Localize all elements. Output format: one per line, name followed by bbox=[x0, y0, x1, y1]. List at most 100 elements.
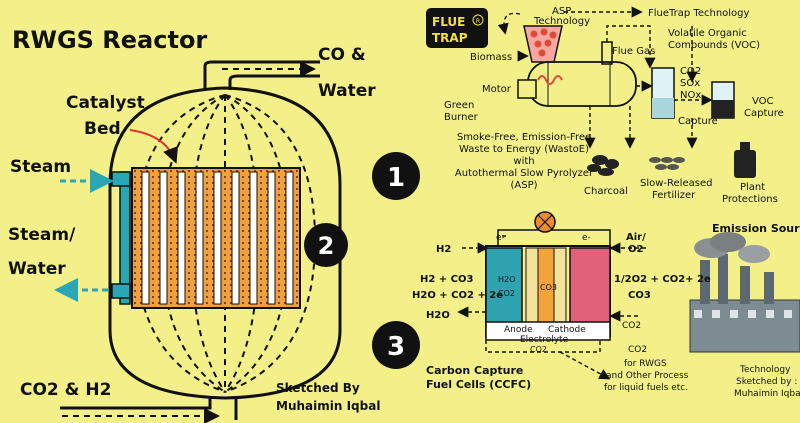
registered-mark-icon bbox=[472, 14, 484, 26]
cathode-label: Cathode bbox=[548, 325, 586, 335]
cathode-equation-2: CO3 bbox=[628, 290, 651, 301]
external-circuit bbox=[497, 229, 611, 246]
description-line-1: Smoke-Free, Emission-Free bbox=[457, 132, 591, 143]
factory-icon bbox=[689, 232, 800, 353]
co2-cathode-in-label: CO2 bbox=[622, 321, 641, 331]
description-line-3: with bbox=[513, 156, 534, 167]
svg-text:2: 2 bbox=[318, 232, 335, 260]
tech-credit-3: Muhaimin Iqbal bbox=[734, 389, 800, 399]
credit-label-1: Sketched By bbox=[276, 381, 360, 395]
asp-label-2: Technology bbox=[533, 16, 590, 27]
svg-text:R: R bbox=[476, 18, 480, 25]
outlet-label-1: CO & bbox=[318, 45, 366, 65]
rwgs-use-label-2: and Other Process bbox=[606, 371, 689, 381]
steam-out-label-1: Steam/ bbox=[8, 225, 76, 245]
ccfc-title-1: Carbon Capture bbox=[426, 364, 523, 377]
charcoal-label: Charcoal bbox=[584, 186, 628, 197]
steam-in-label: Steam bbox=[10, 157, 71, 177]
co3-electrolyte-label: CO3 bbox=[540, 283, 557, 292]
co2-out-label: CO2 bbox=[628, 345, 647, 355]
rwgs-reactor-section: RWGS Reactor bbox=[8, 26, 380, 423]
electrode-label-bar bbox=[485, 321, 611, 341]
outlet-label-2: Water bbox=[318, 81, 376, 101]
charcoal-pile bbox=[587, 155, 619, 176]
anode-equation-1: H2 + CO3 bbox=[420, 274, 474, 285]
feed-label: CO2 & H2 bbox=[20, 380, 111, 400]
pyrolyzer-drum bbox=[527, 61, 637, 107]
air-label-2: O2 bbox=[628, 244, 644, 255]
step-badge-3: 3 bbox=[372, 321, 420, 369]
tech-credit-1: Technology bbox=[739, 365, 791, 375]
biomass-label: Biomass bbox=[470, 52, 512, 63]
flue-gas-label: Flue Gas bbox=[612, 46, 655, 57]
electron-right-label: e- bbox=[582, 233, 591, 243]
tech-credit-2: Sketched by : bbox=[736, 377, 797, 387]
co2-channel-label: CO2 bbox=[498, 289, 515, 298]
logo-text-2: TRAP bbox=[432, 31, 468, 45]
svg-text:1: 1 bbox=[387, 163, 405, 193]
co2-loop-label: CO2 bbox=[530, 345, 547, 354]
rwgs-use-label-1: for RWGS bbox=[624, 359, 667, 369]
electron-left-label: e- bbox=[496, 233, 505, 243]
nox-label: NOx bbox=[680, 90, 701, 101]
green-burner-label-2: Burner bbox=[444, 112, 479, 123]
emission-source-label: Emission Source bbox=[712, 222, 800, 235]
reactor-flow-lines bbox=[133, 94, 317, 393]
steam-inlet-nozzle bbox=[111, 171, 131, 187]
cathode-channel bbox=[569, 247, 611, 327]
fertilizer-label-1: Slow-Released bbox=[640, 178, 712, 189]
motor-label: Motor bbox=[482, 84, 512, 95]
description-line-5: (ASP) bbox=[510, 180, 537, 191]
description-line-4: Autothermal Slow Pyrolyzer bbox=[455, 168, 594, 179]
steam-out-label-2: Water bbox=[8, 259, 66, 279]
plant-label-2: Protections bbox=[722, 194, 778, 205]
voc-label-1: Volatile Organic bbox=[668, 28, 747, 39]
air-label-1: Air/ bbox=[626, 232, 646, 243]
catalyst-pointer bbox=[129, 129, 178, 164]
top-outlet-pipe bbox=[203, 60, 320, 90]
cathode-equation-1: 1/2O2 + CO2+ 2e bbox=[614, 274, 711, 285]
logo-text-1: FLUE bbox=[432, 15, 465, 29]
capture-label: Capture bbox=[678, 116, 718, 127]
steam-outlet-nozzle bbox=[111, 283, 131, 299]
fertilizer-beads bbox=[649, 157, 685, 170]
voc-label-2: Compounds (VOC) bbox=[668, 40, 760, 51]
step-badge-1: 1 bbox=[372, 152, 420, 200]
h2o-channel-label: H2O bbox=[498, 275, 515, 284]
svg-text:3: 3 bbox=[387, 332, 405, 362]
fluetrap-section: FLUE TRAP R bbox=[426, 6, 784, 205]
catalyst-label-2: Bed bbox=[84, 119, 121, 139]
rwgs-title: RWGS Reactor bbox=[12, 26, 207, 54]
anode-layer bbox=[525, 247, 539, 327]
anode-label: Anode bbox=[504, 325, 533, 335]
ccfc-section: e- e- H2 Air/ O2 H2 + CO3 H2O + CO2 + 2e… bbox=[412, 211, 800, 399]
description-line-2: Waste to Energy (WastoE) bbox=[459, 144, 589, 155]
sox-label: SOx bbox=[680, 78, 700, 89]
h2-input-label: H2 bbox=[436, 244, 451, 255]
green-burner-label-1: Green bbox=[444, 100, 474, 111]
anode-equation-2: H2O + CO2 + 2e bbox=[412, 290, 503, 301]
asp-label-1: ASP bbox=[552, 6, 571, 17]
h2o-output-label: H2O bbox=[426, 310, 450, 321]
motor-box bbox=[517, 79, 537, 99]
ccfc-title-2: Fuel Cells (CCFC) bbox=[426, 378, 531, 391]
catalyst-tubes bbox=[141, 171, 294, 305]
anode-channel bbox=[485, 247, 523, 327]
step-badge-2: 2 bbox=[304, 223, 348, 267]
rwgs-use-label-3: for liquid fuels etc. bbox=[604, 383, 688, 393]
catalyst-label-1: Catalyst bbox=[66, 93, 145, 113]
fluetrap-tech-label: FlueTrap Technology bbox=[648, 8, 750, 19]
electrolyte-label: Electrolyte bbox=[520, 335, 569, 345]
co2-label: CO2 bbox=[680, 66, 701, 77]
fertilizer-label-2: Fertilizer bbox=[652, 190, 696, 201]
plant-protection-bottle bbox=[734, 150, 756, 178]
biomass-pellets bbox=[530, 28, 557, 57]
credit-label-2: Muhaimin Iqbal bbox=[276, 399, 380, 413]
voc-capture-label-2: Capture bbox=[744, 108, 784, 119]
voc-capture-label-1: VOC bbox=[752, 96, 774, 107]
fluetrap-logo bbox=[426, 8, 488, 48]
green-burner-coil bbox=[537, 75, 563, 85]
flue-chimney bbox=[601, 41, 613, 65]
